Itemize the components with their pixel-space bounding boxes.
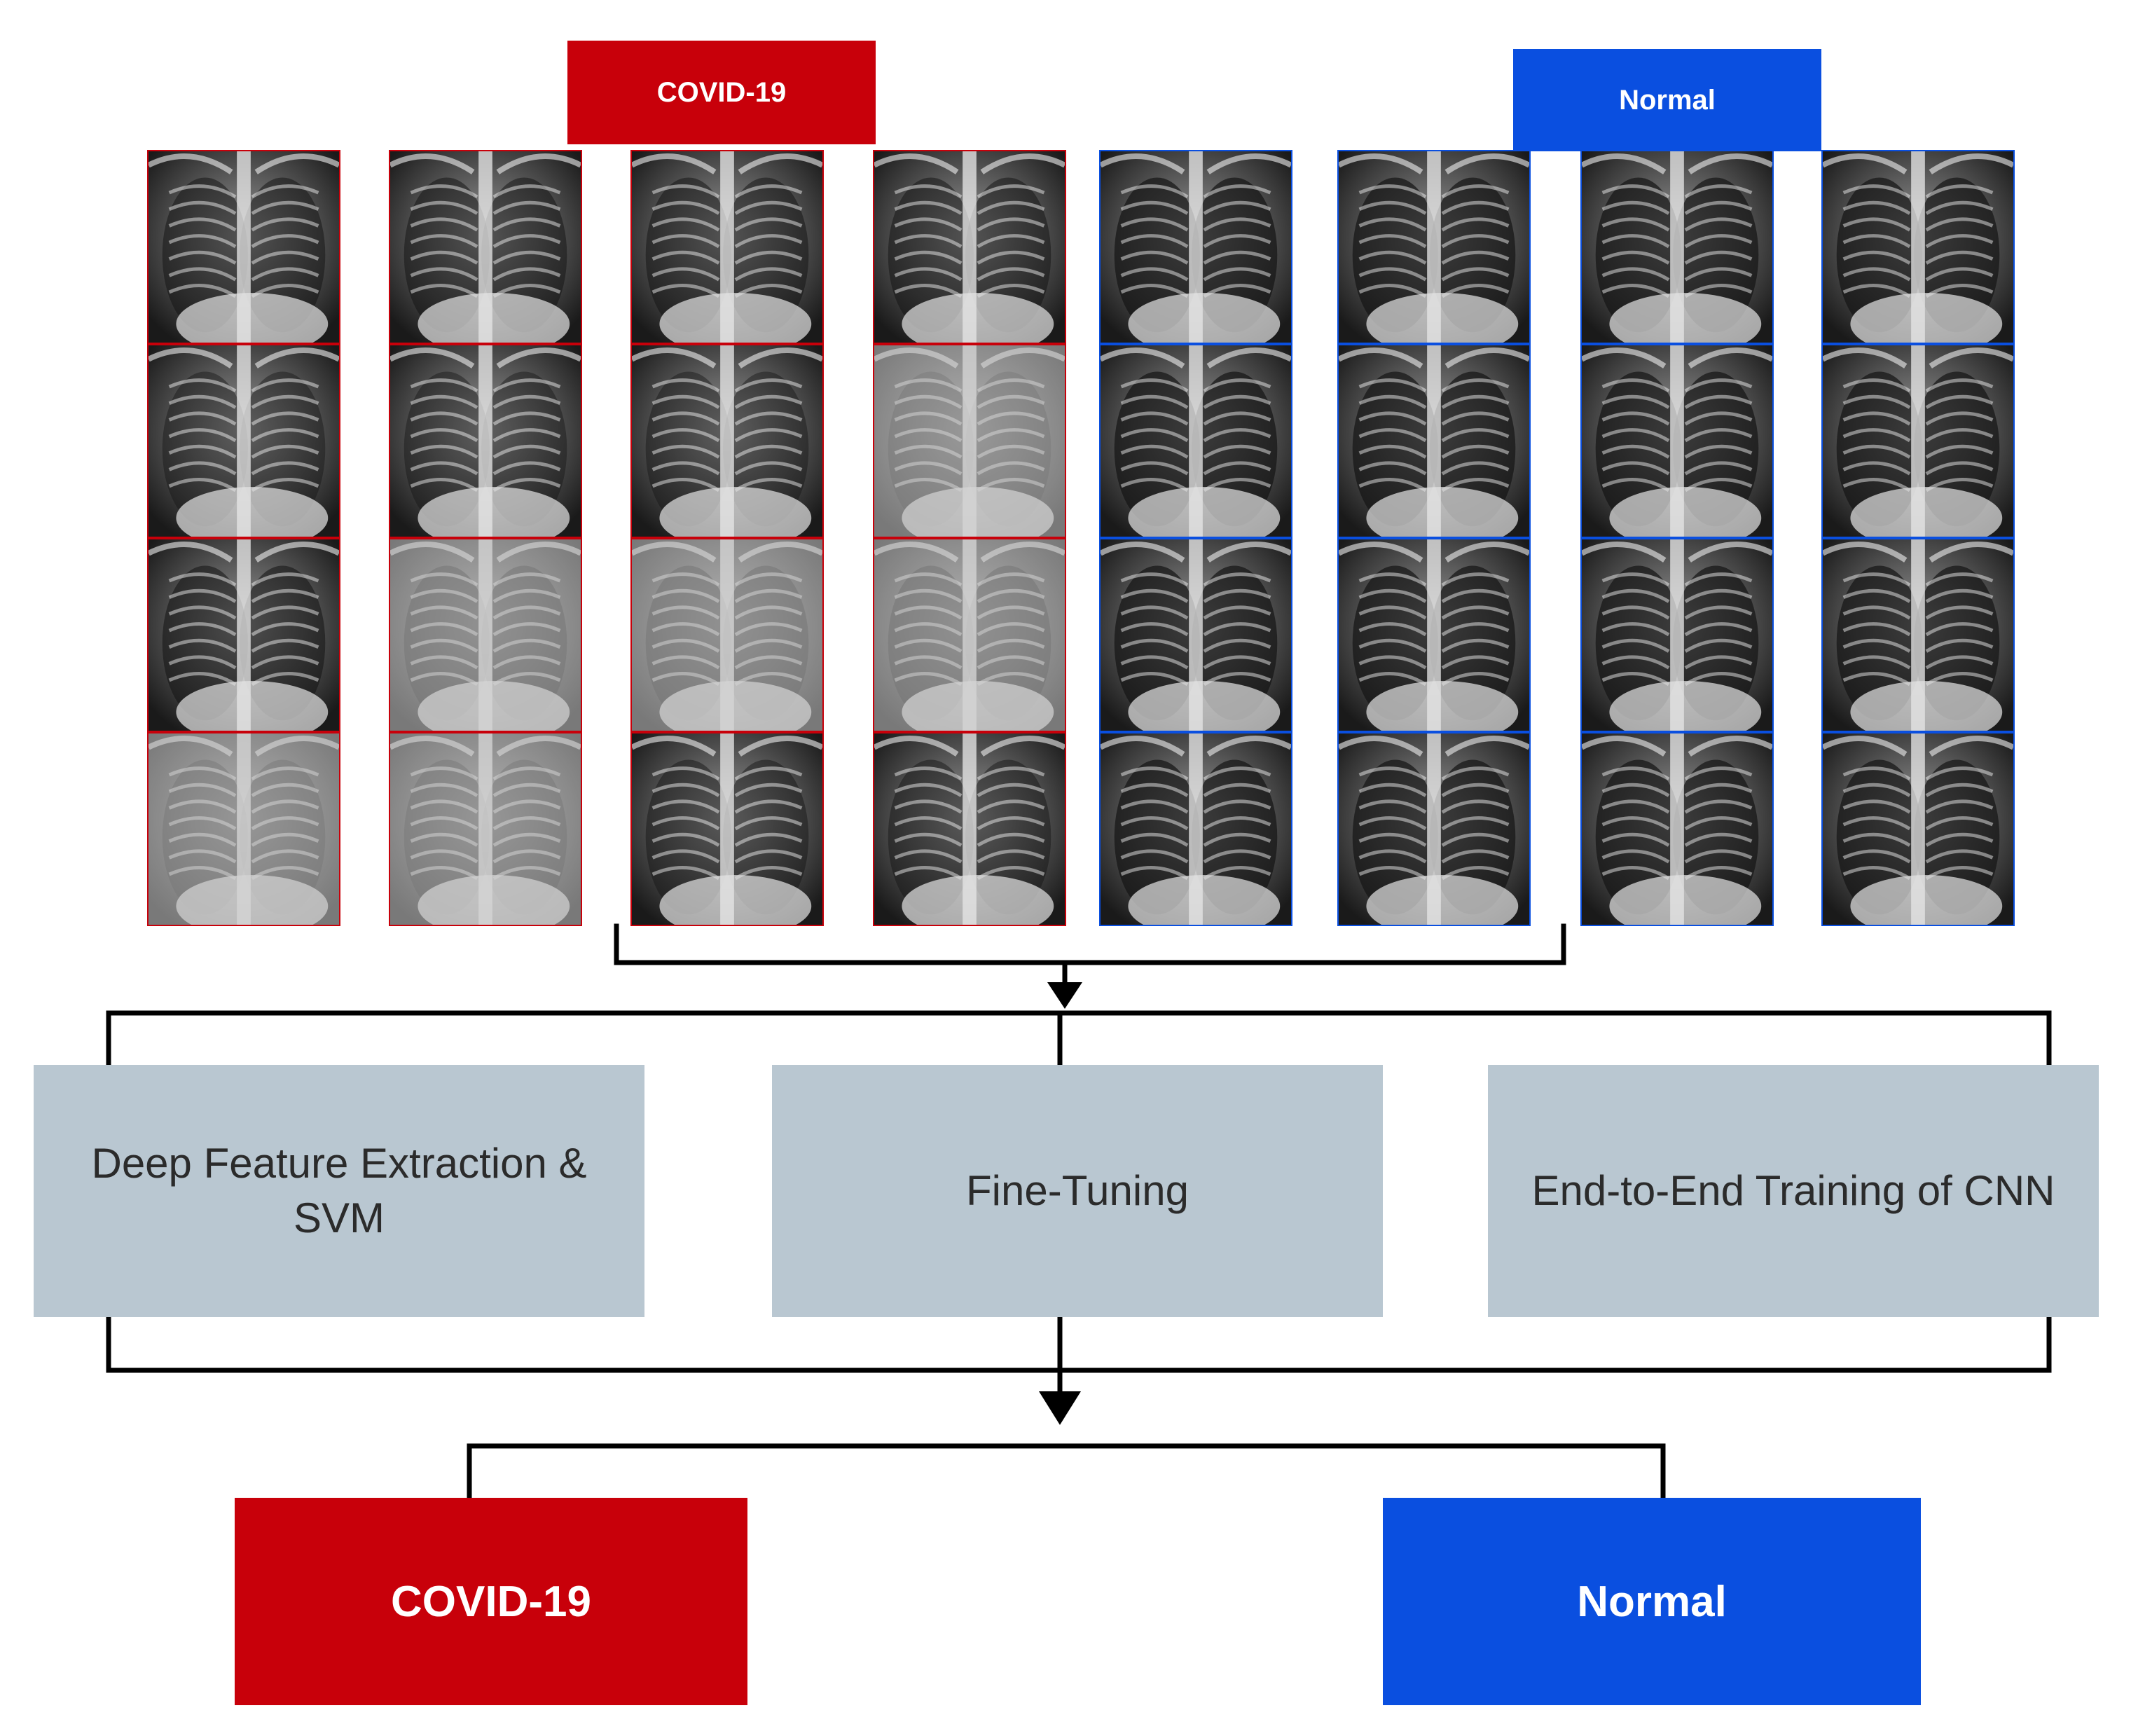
chest-xray-image	[873, 732, 1066, 926]
covid-label-top: COVID-19	[567, 41, 876, 144]
outputs-split-bracket	[467, 1443, 1666, 1501]
chest-xray-image	[1821, 732, 2015, 926]
chest-xray-image	[389, 344, 582, 538]
methods-top-rail	[106, 1010, 2052, 1066]
chest-xray-image	[1821, 538, 2015, 732]
chest-xray-image	[147, 538, 340, 732]
chest-xray-image	[147, 344, 340, 538]
chest-xray-image	[630, 732, 824, 926]
chest-xray-image	[1580, 344, 1774, 538]
normal-label-top: Normal	[1513, 49, 1821, 151]
chest-xray-image	[1099, 732, 1292, 926]
chest-xray-image	[1337, 732, 1531, 926]
image-group-bracket	[614, 923, 1566, 965]
chest-xray-image	[873, 538, 1066, 732]
chest-xray-image	[147, 732, 340, 926]
chest-xray-image	[389, 150, 582, 344]
covid-xray-column	[873, 150, 1066, 926]
chest-xray-image	[1580, 538, 1774, 732]
normal-xray-column	[1099, 150, 1292, 926]
arrow-down-icon	[1039, 1391, 1081, 1425]
output-normal-box: Normal	[1383, 1498, 1921, 1705]
method-deep-feature-svm: Deep Feature Extraction & SVM	[34, 1065, 644, 1317]
chest-xray-image	[873, 150, 1066, 344]
chest-xray-image	[630, 150, 824, 344]
chest-xray-image	[873, 344, 1066, 538]
chest-xray-image	[1099, 538, 1292, 732]
arrow-down-icon	[1047, 982, 1082, 1009]
chest-xray-image	[1580, 150, 1774, 344]
chest-xray-image	[1821, 344, 2015, 538]
chest-xray-image	[1099, 150, 1292, 344]
chest-xray-image	[389, 732, 582, 926]
normal-xray-column	[1580, 150, 1774, 926]
covid-xray-column	[389, 150, 582, 926]
methods-bottom-rail	[106, 1314, 2052, 1373]
covid-xray-column	[147, 150, 340, 926]
chest-xray-image	[1337, 344, 1531, 538]
chest-xray-image	[1099, 344, 1292, 538]
normal-xray-column	[1821, 150, 2015, 926]
chest-xray-image	[1580, 732, 1774, 926]
covid-xray-column	[630, 150, 824, 926]
chest-xray-image	[1337, 538, 1531, 732]
method-end-to-end-cnn: End-to-End Training of CNN	[1488, 1065, 2099, 1317]
chest-xray-image	[1821, 150, 2015, 344]
method-fine-tuning: Fine-Tuning	[772, 1065, 1383, 1317]
chest-xray-image	[630, 538, 824, 732]
chest-xray-image	[147, 150, 340, 344]
output-covid-box: COVID-19	[235, 1498, 747, 1705]
chest-xray-image	[1337, 150, 1531, 344]
normal-xray-column	[1337, 150, 1531, 926]
chest-xray-image	[630, 344, 824, 538]
chest-xray-image	[389, 538, 582, 732]
